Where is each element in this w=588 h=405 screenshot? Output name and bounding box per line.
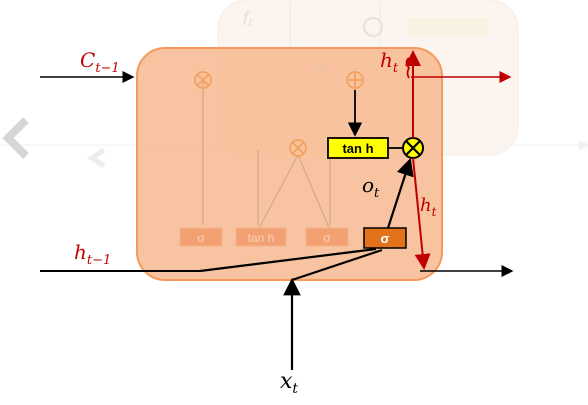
h-out-brace xyxy=(405,57,411,79)
output-multiply-icon xyxy=(402,137,424,159)
output-gate-to-multiply-arrow xyxy=(386,157,414,229)
o-t-label: ot xyxy=(362,173,380,201)
h-out-down-arrow xyxy=(412,157,431,270)
x-t-label: xt xyxy=(280,369,298,397)
h-out-top-label: ht xyxy=(380,48,399,76)
faded-chevrons xyxy=(2,117,106,169)
faded-operators xyxy=(194,71,364,157)
tanh-label: tan h xyxy=(342,141,373,156)
c-prev-label: Ct−1 xyxy=(80,48,120,76)
faded-add-icon xyxy=(346,71,364,89)
output-gate-sigma-box xyxy=(363,227,407,249)
faded-sigma-1-label: σ xyxy=(197,231,205,245)
faded-g-label: gt xyxy=(314,55,329,76)
h-prev-label: ht−1 xyxy=(74,240,111,268)
output-gate-sigma-label: σ xyxy=(381,231,390,246)
h-out-side-label: ht xyxy=(420,195,437,219)
faded-multiply-icon xyxy=(194,71,212,89)
faded-sigma-2-label: σ xyxy=(323,231,331,245)
faded-f-label: ft xyxy=(242,8,254,29)
input-x-to-output-gate-line xyxy=(291,248,383,282)
faded-tanh-label: tan h xyxy=(248,231,275,245)
faded-gates: σ tan h σ xyxy=(179,227,349,247)
faded-multiply-icon xyxy=(289,139,307,157)
hidden-to-output-gate-line xyxy=(199,247,377,273)
